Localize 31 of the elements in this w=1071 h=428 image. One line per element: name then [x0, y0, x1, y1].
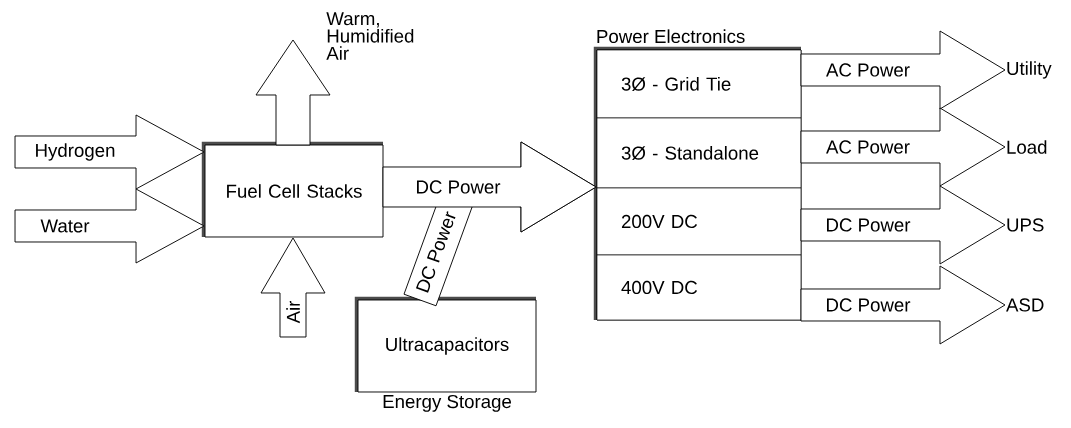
edge-label: AC Power — [826, 63, 910, 77]
edge-label: DC Power — [827, 298, 911, 312]
target-label: Load — [1007, 140, 1047, 154]
edge-label: DC Power — [415, 211, 456, 293]
process-box: Ultracapacitors Energy Storage — [354, 296, 537, 412]
block-arrow — [14, 114, 205, 190]
block-arrow — [255, 39, 331, 146]
block-arrow — [260, 237, 326, 338]
edge-label: Hydrogen — [36, 143, 115, 161]
target-label: ASD — [1006, 298, 1044, 312]
block-arrow — [800, 185, 1006, 265]
node-label: Energy Storage — [383, 394, 512, 412]
node-label: Power Electronics — [597, 29, 745, 44]
table-row: 3Ø - Standalone — [596, 117, 802, 189]
edge-label: DC Power — [417, 180, 501, 194]
table-row: 400V DC — [596, 254, 802, 321]
edge-label: DC Power — [827, 218, 911, 232]
edge-label: Warm, Humidified Air — [326, 12, 414, 60]
table-row: 3Ø - Grid Tie — [596, 49, 802, 119]
process-box: Fuel Cell Stacks — [201, 141, 384, 238]
block-arrow — [14, 188, 205, 264]
target-label: Utility — [1007, 61, 1052, 79]
edge-label: AC Power — [826, 140, 910, 154]
target-label: UPS — [1007, 218, 1044, 232]
table-row: 200V DC — [596, 187, 802, 256]
block-arrow — [800, 107, 1006, 187]
block-arrow — [382, 141, 597, 233]
block-arrow — [800, 265, 1006, 345]
edge-label: Water — [40, 219, 90, 233]
edge-label: Air — [286, 300, 300, 324]
block-arrow — [800, 30, 1006, 110]
